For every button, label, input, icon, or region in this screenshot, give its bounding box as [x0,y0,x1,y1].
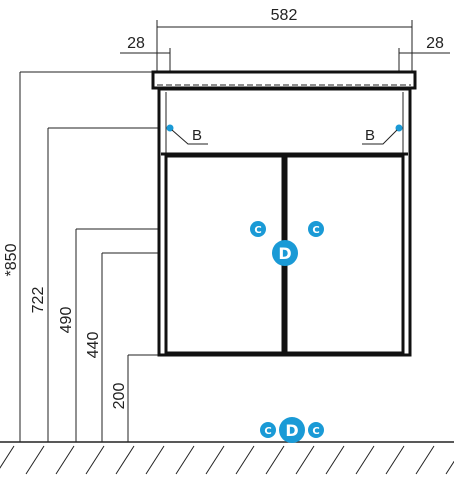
floor-hatch-line [145,445,165,475]
cabinet [151,70,417,357]
floor-hatch-line [355,445,375,475]
floor-markers: C C D [260,417,324,443]
floor [0,441,454,475]
right-offset-label: 28 [426,35,444,52]
d-marker [272,240,298,266]
floor-hatch-line [415,445,435,475]
floor-hatch-line [295,445,315,475]
height-b-label: 722 [30,287,47,314]
d-label: D [278,244,291,263]
b-markers: B B [166,124,403,145]
countertop [151,70,417,90]
floor-hatch-line [235,445,255,475]
floor-hatch-line [265,445,285,475]
floor-hatch-line [175,445,195,475]
door-markers: C C D [250,221,324,266]
floor-c-right-label: C [312,426,319,437]
floor-c-left-label: C [264,426,271,437]
total-height-label: *850 [3,243,20,276]
b-left-dot [166,124,174,132]
b-right-dot [395,124,403,132]
floor-hatch-line [445,460,454,475]
floor-hatch-line [385,445,405,475]
b-left-label: B [192,127,202,144]
c-right-label: C [312,225,319,236]
left-offset-label: 28 [127,35,145,52]
floor-d-marker [279,417,305,443]
floor-d-label: D [285,421,298,440]
right-door [284,154,405,355]
c-left-label: C [254,225,261,236]
floor-hatch-line [55,445,75,475]
c-right-marker [308,221,324,237]
b-right-label: B [365,127,375,144]
floor-hatch-line [325,445,345,475]
floor-c-right-marker [308,422,324,438]
c-left-marker [250,221,266,237]
width-dimensions: 582 28 28 [120,7,450,90]
height-c-label: 490 [58,307,75,334]
floor-hatch-line [0,445,15,469]
left-door [164,154,285,355]
floor-hatch-line [205,445,225,475]
overall-width-label: 582 [271,7,298,24]
floor-hatch-line [85,445,105,475]
floor-c-left-marker [260,422,276,438]
floor-hatch-line [115,445,135,475]
height-base-label: 200 [111,383,128,410]
floor-hatch-line [25,445,45,475]
height-d-label: 440 [85,332,102,359]
